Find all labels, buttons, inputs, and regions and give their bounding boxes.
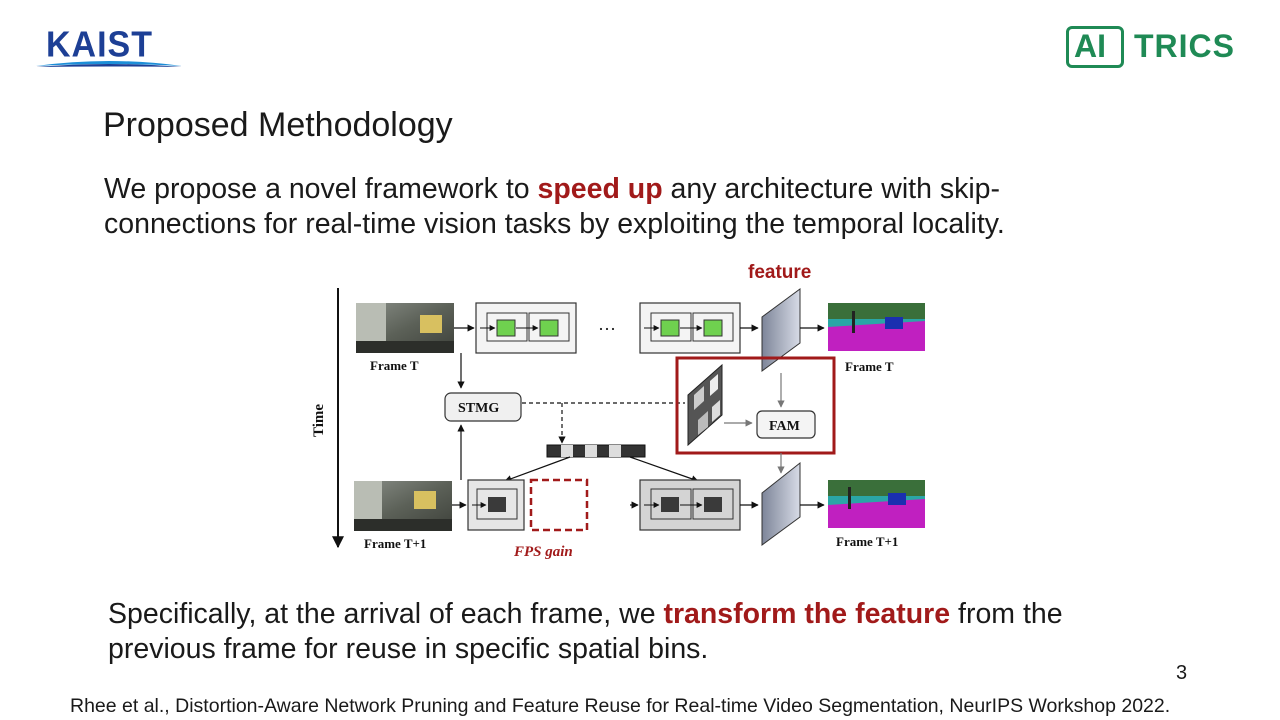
feature-map-top bbox=[761, 288, 801, 372]
stmg-label: STMG bbox=[458, 401, 499, 416]
stmg-box bbox=[444, 392, 522, 422]
arrow-mask-to-block-2 bbox=[629, 456, 699, 483]
segmentation-output-t bbox=[828, 303, 925, 351]
detail-paragraph: Specifically, at the arrival of each fra… bbox=[108, 597, 1063, 667]
frame-t1-label: Frame T+1 bbox=[364, 536, 426, 551]
detail-line-1-end: from the bbox=[950, 598, 1063, 630]
detail-line-1: Specifically, at the arrival of each fra… bbox=[108, 597, 1063, 632]
spatial-mask-bar bbox=[546, 444, 646, 458]
aitrics-logo-ai: AI bbox=[1074, 28, 1106, 64]
arrow-mask-to-block bbox=[504, 456, 571, 483]
fps-gain-box bbox=[529, 478, 589, 532]
ellipsis-top: ··· bbox=[598, 319, 616, 339]
framework-diagram: feature Time Frame T Frame T+1 ··· bbox=[311, 262, 925, 560]
fam-highlight-box bbox=[675, 356, 836, 455]
frame-t-label: Frame T bbox=[370, 358, 419, 373]
fam-label: FAM bbox=[769, 419, 800, 434]
aitrics-logo: AI TRICS bbox=[1066, 26, 1256, 74]
citation: Rhee et al., Distortion-Aware Network Pr… bbox=[70, 695, 1171, 717]
feature-checkerboard bbox=[687, 363, 723, 447]
fam-box bbox=[756, 410, 816, 439]
frame-t-image bbox=[356, 303, 454, 353]
time-label: Time bbox=[311, 404, 327, 437]
encoder-block-bottom-2 bbox=[639, 479, 741, 531]
intro-line-1: We propose a novel framework to speed up… bbox=[104, 172, 1005, 207]
kaist-logo-text: KAIST bbox=[46, 25, 153, 65]
encoder-block-top-2 bbox=[639, 302, 741, 354]
kaist-logo: KAIST bbox=[34, 25, 184, 74]
aitrics-logo-text: TRICS bbox=[1134, 28, 1235, 64]
detail-highlight: transform the feature bbox=[663, 598, 951, 630]
encoder-block-bottom-1 bbox=[467, 479, 525, 531]
feature-map-bottom bbox=[761, 461, 801, 546]
segmentation-output-t1 bbox=[828, 480, 925, 528]
page-number: 3 bbox=[1176, 662, 1188, 684]
slide-title: Proposed Methodology bbox=[103, 106, 453, 144]
intro-line-1-end: any architecture with skip- bbox=[662, 173, 1001, 205]
intro-line-1-start: We propose a novel framework to bbox=[104, 173, 538, 205]
intro-paragraph: We propose a novel framework to speed up… bbox=[104, 172, 1005, 242]
fps-gain-label: FPS gain bbox=[513, 544, 573, 560]
output-t-label: Frame T bbox=[845, 359, 894, 374]
detail-line-2: previous frame for reuse in specific spa… bbox=[108, 633, 709, 665]
intro-highlight: speed up bbox=[537, 173, 663, 205]
feature-label: feature bbox=[748, 262, 811, 283]
frame-t1-image bbox=[354, 481, 452, 531]
aitrics-logo-box bbox=[1066, 26, 1124, 68]
output-t1-label: Frame T+1 bbox=[836, 534, 898, 549]
kaist-swoosh-icon bbox=[36, 61, 182, 67]
encoder-block-top-1 bbox=[475, 302, 577, 354]
detail-line-1-start: Specifically, at the arrival of each fra… bbox=[108, 598, 664, 630]
intro-line-2: connections for real-time vision tasks b… bbox=[104, 208, 1005, 240]
